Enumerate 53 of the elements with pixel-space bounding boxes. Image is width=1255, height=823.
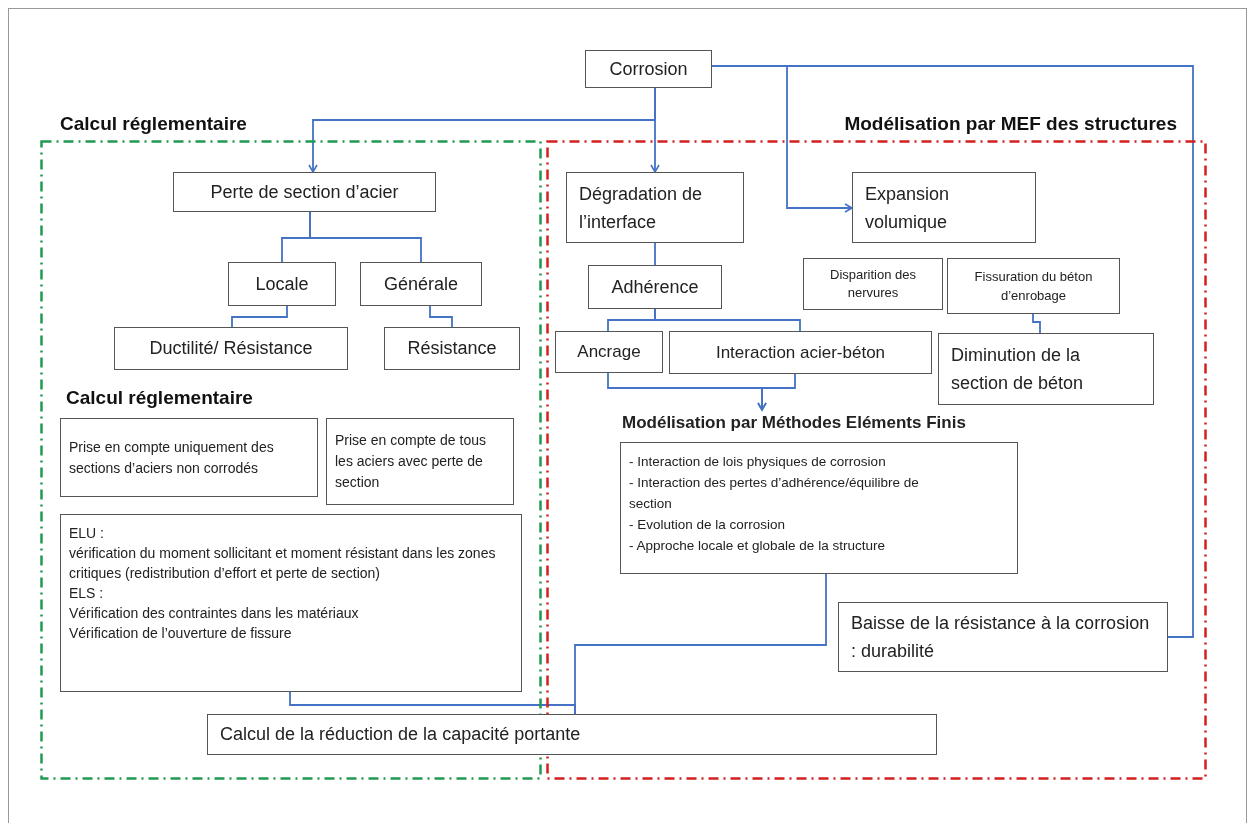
process-box [585, 50, 712, 88]
process-box [588, 265, 722, 309]
box-text: Baisse de la résistance à la corrosion : durabilité [851, 612, 1151, 663]
process-box [60, 418, 318, 497]
box-text: ELS : [69, 584, 105, 603]
box-text: Corrosion [609, 57, 688, 81]
box-text: Disparition des nervures [829, 266, 917, 302]
process-box [555, 331, 663, 373]
box-text: Locale [255, 272, 309, 296]
process-box [566, 172, 744, 243]
box-text: Adhérence [611, 275, 699, 299]
process-box [620, 442, 1018, 574]
box-text: Perte de section d’acier [210, 180, 399, 204]
process-box [326, 418, 514, 505]
box-text: Expansion volumique [865, 182, 951, 234]
box-text: Vérification des contraintes dans les matériaux [69, 604, 360, 623]
box-text: - Interaction des pertes d’adhérence/équilibre de section [629, 474, 920, 513]
process-box [838, 602, 1168, 672]
process-box [384, 327, 520, 370]
process-box [360, 262, 482, 306]
process-box [938, 333, 1154, 405]
box-text: Prise en compte de tous les aciers avec perte de section [335, 431, 487, 492]
process-box [803, 258, 943, 310]
box-text: - Evolution de la corrosion [629, 516, 787, 534]
box-text: Fissuration du béton d’enrobage [973, 268, 1094, 305]
process-box [228, 262, 336, 306]
box-text: Interaction acier-béton [715, 341, 886, 364]
box-text: vérification du moment sollicitant et moment résistant dans les zones critiques (redistribution d’effort et perte de section) [69, 544, 497, 583]
box-text: Diminution de la section de béton [951, 344, 1085, 395]
process-box [114, 327, 348, 370]
box-text: Vérification de l’ouverture de fissure [69, 624, 293, 643]
group-heading: Modélisation par MEF des structures [844, 112, 1177, 136]
process-box [852, 172, 1036, 243]
process-box [947, 258, 1120, 314]
process-box [60, 514, 522, 692]
box-text: Prise en compte uniquement des sections d’aciers non corrodés [69, 437, 275, 478]
process-box [669, 331, 932, 374]
box-text: Dégradation de l’interface [579, 182, 704, 234]
box-text: - Interaction de lois physiques de corrosion [629, 453, 887, 471]
connector-arrow [650, 87, 660, 173]
process-box [207, 714, 937, 755]
box-text: Générale [383, 272, 459, 296]
process-box [173, 172, 436, 212]
box-text: - Approche locale et globale de la structure [629, 537, 886, 555]
box-text: Ductilité/ Résistance [149, 337, 313, 360]
connector-arrow [757, 373, 796, 411]
section-heading: Calcul réglementaire [66, 386, 253, 410]
box-text: Résistance [407, 337, 497, 360]
group-heading: Calcul réglementaire [60, 112, 247, 136]
box-text: ELU : [69, 524, 105, 543]
box-text: Modélisation par Méthodes Eléments Finis [622, 412, 967, 435]
box-text: Calcul de la réduction de la capacité portante [220, 723, 582, 746]
box-text: Ancrage [577, 341, 641, 364]
